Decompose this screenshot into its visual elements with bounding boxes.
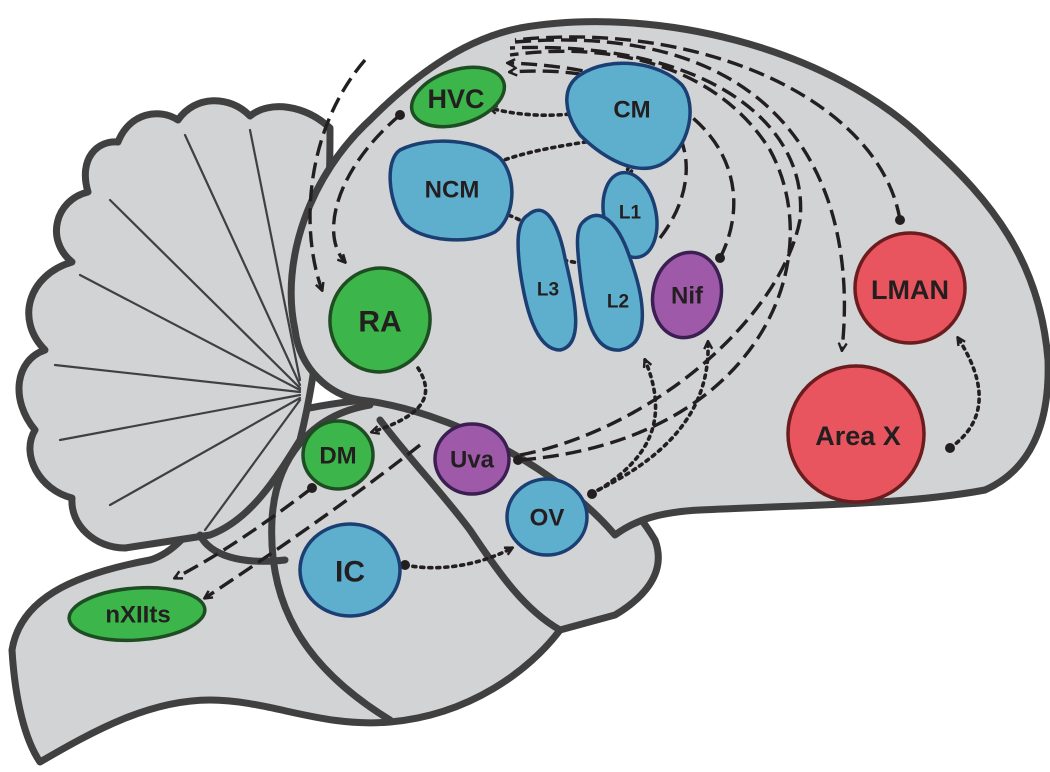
nucleus-ov[interactable]: OV xyxy=(505,477,589,557)
ncm-label: NCM xyxy=(425,177,480,204)
ra-to-dm xyxy=(372,366,428,432)
l3-label: L3 xyxy=(537,280,559,301)
nucleus-nxiits[interactable]: nXIIts xyxy=(67,583,207,644)
uva-label: Uva xyxy=(450,447,495,474)
pathway-to-hvc-1 xyxy=(508,63,736,259)
cm-label: CM xyxy=(613,97,650,124)
ic-to-ov xyxy=(403,546,512,570)
ra-to-nxiits-pathway xyxy=(205,443,422,598)
nucleus-ncm[interactable]: NCM xyxy=(388,139,514,242)
uva-to-hvc-pathway xyxy=(509,49,792,462)
nuclei: HVC CM NCM L1 L2 L3 Nif RA xyxy=(67,56,967,644)
nucleus-ra[interactable]: RA xyxy=(322,260,439,380)
cerebellar-folds xyxy=(53,128,302,532)
long-projections xyxy=(175,35,902,598)
area-x-label: Area X xyxy=(815,421,901,451)
ic-label: IC xyxy=(335,556,365,589)
nucleus-l2[interactable]: L2 xyxy=(575,213,645,352)
dm-to-nxiits-pathway xyxy=(175,486,314,578)
hvc-label: HVC xyxy=(427,84,484,114)
nucleus-ic[interactable]: IC xyxy=(298,522,402,618)
lman-label: LMAN xyxy=(871,275,949,305)
nucleus-nif[interactable]: Nif xyxy=(645,246,729,344)
nucleus-hvc[interactable]: HVC xyxy=(404,56,512,137)
nucleus-area-x[interactable]: Area X xyxy=(786,364,926,504)
hvc-to-area-x-pathway xyxy=(514,38,844,350)
pathway-to-ra xyxy=(308,58,367,290)
l1-label: L1 xyxy=(619,203,642,224)
l2-label: L2 xyxy=(607,292,629,313)
dm-label: DM xyxy=(319,443,356,470)
ra-label: RA xyxy=(358,306,401,339)
ov-label: OV xyxy=(530,505,565,532)
hvc-to-ra-pathway xyxy=(331,113,402,262)
ov-to-nif xyxy=(596,342,708,492)
nxiits-label: nXIIts xyxy=(105,602,170,629)
area-x-to-lman xyxy=(948,338,981,450)
nucleus-uva[interactable]: Uva xyxy=(433,422,511,496)
nucleus-lman[interactable]: LMAN xyxy=(853,231,967,345)
nucleus-cm[interactable]: CM xyxy=(565,61,692,171)
nucleus-dm[interactable]: DM xyxy=(301,419,375,491)
lman-pathway xyxy=(514,35,902,221)
cerebellum-brainstem-boundary xyxy=(196,531,289,565)
nif-label: Nif xyxy=(671,283,704,310)
uva-to-nif-pathway xyxy=(509,45,803,457)
nucleus-l3[interactable]: L3 xyxy=(516,208,578,352)
